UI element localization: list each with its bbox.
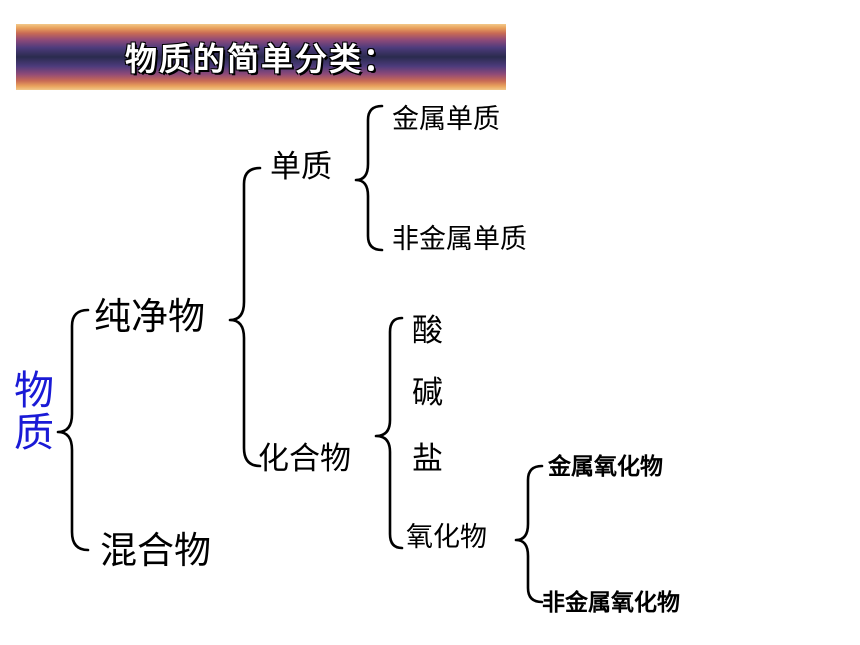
element-label: 单质 [270, 149, 332, 185]
metal-element-label: 金属单质 [392, 104, 500, 135]
bracket-root [56, 308, 90, 552]
bracket-pure [228, 166, 262, 468]
root-char-2: 质 [14, 410, 54, 456]
bracket-element [354, 104, 384, 252]
pure-substance-label: 纯净物 [94, 295, 205, 338]
root-char-1: 物 [14, 368, 54, 414]
banner-title: 物质的简单分类： [124, 40, 397, 78]
root-label: 物 质 [14, 370, 54, 454]
base-label: 碱 [412, 375, 443, 411]
mixture-label: 混合物 [100, 529, 211, 572]
oxide-label: 氧化物 [406, 522, 487, 553]
acid-label: 酸 [412, 313, 443, 349]
compound-label: 化合物 [258, 441, 351, 477]
title-banner: 物质的简单分类： [16, 24, 506, 90]
salt-label: 盐 [412, 441, 443, 477]
nonmetal-oxide-label: 非金属氧化物 [542, 590, 680, 616]
metal-oxide-label: 金属氧化物 [548, 454, 663, 480]
bracket-oxide [514, 464, 544, 604]
bracket-compound [374, 316, 404, 550]
nonmetal-element-label: 非金属单质 [392, 224, 527, 255]
